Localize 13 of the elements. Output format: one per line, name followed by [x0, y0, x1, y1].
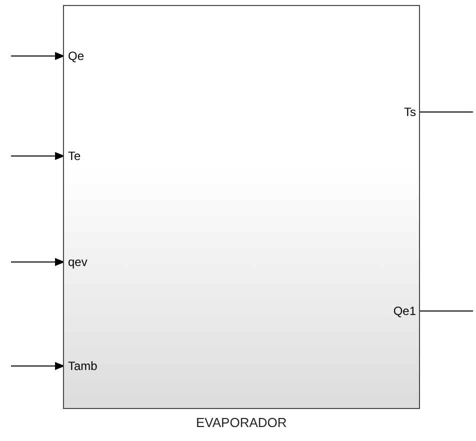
- port-label: Qe: [64, 49, 84, 63]
- port-label: qev: [64, 255, 88, 269]
- signal-arrow: [10, 258, 65, 266]
- port-label: Qe1: [393, 304, 419, 318]
- port-label: Te: [64, 149, 81, 163]
- port-label: Tamb: [64, 359, 98, 373]
- signal-arrow: [10, 52, 65, 60]
- block-name: EVAPORADOR: [196, 415, 287, 430]
- signal-arrow: [10, 152, 65, 160]
- port-label: Ts: [404, 105, 419, 119]
- signal-arrow: [10, 362, 65, 370]
- signal-line: [418, 310, 474, 312]
- subsystem-block: [63, 5, 420, 409]
